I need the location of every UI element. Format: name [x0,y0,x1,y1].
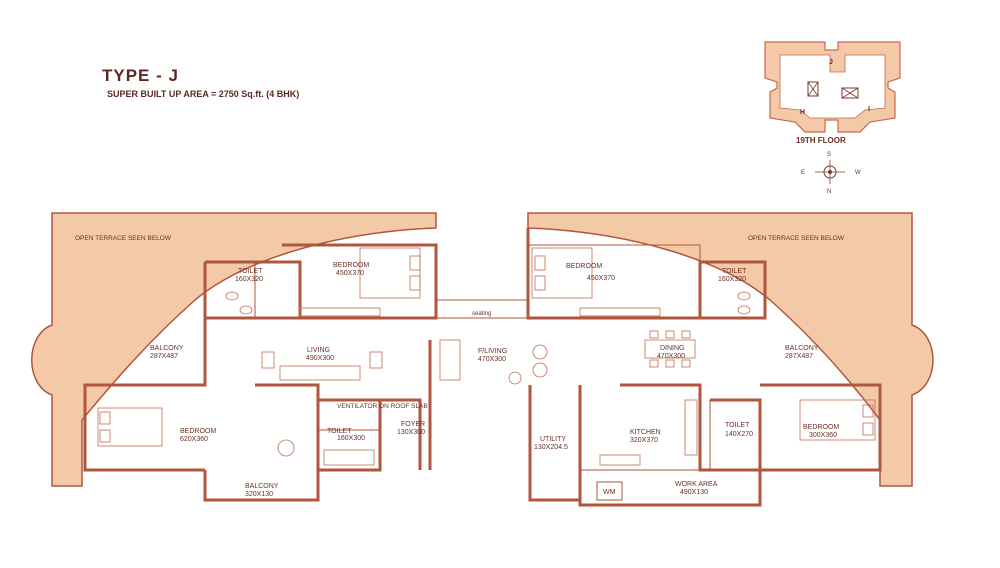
room-foyer-name: FOYER [401,421,425,428]
room-toilet-2-size: 160X320 [718,276,746,283]
room-living-size: 490X300 [306,355,334,362]
room-toilet-4-size: 140X270 [725,431,753,438]
key-plan-wing-i: I [868,106,870,113]
open-terrace-right [527,212,934,487]
plan-subtitle: SUPER BUILT UP AREA = 2750 Sq.ft. (4 BHK… [107,89,300,99]
room-foyer-size: 130X300 [397,429,425,436]
room-bedroom-2-name: BEDROOM [566,263,602,270]
bed-icon [359,247,421,299]
room-toilet-3-size: 160X300 [337,435,365,442]
room-bedroom-2-size: 450X370 [587,275,615,282]
room-balcony-right-name: BALCONY [785,345,819,352]
room-bedroom-3-size: 620X360 [180,436,208,443]
plan-title: TYPE - J [102,66,179,85]
room-wm: WM [603,489,616,496]
room-work-area-name: WORK AREA [675,481,718,488]
key-plan-wing-j: J [829,59,833,66]
bed-icon [799,399,876,441]
washing-machine-icon [596,481,623,501]
bed-icon [531,247,593,299]
room-balcony-right-size: 287X487 [785,353,813,360]
key-plan: J H I 19TH FLOOR S N E W [764,41,901,195]
wc-icon [737,291,751,301]
wardrobe-icon [579,307,661,317]
room-work-area-size: 490X130 [680,489,708,496]
walls [83,228,882,507]
room-balcony-bottom-size: 320X130 [245,491,273,498]
room-toilet-2-name: TOILET [722,268,747,275]
room-balcony-bottom-name: BALCONY [245,483,279,490]
room-bedroom-4-size: 300X360 [809,432,837,439]
key-plan-lift-2 [841,87,859,99]
key-plan-wing-h: H [800,109,805,116]
room-toilet-1-name: TOILET [238,268,263,275]
room-balcony-left-name: BALCONY [150,345,184,352]
room-labels: TOILET 160X320 BEDROOM 450X370 BEDROOM 4… [150,262,839,498]
room-kitchen-size: 320X370 [630,437,658,444]
room-utility-size: 130X204.5 [534,444,568,451]
sofa-icon [279,365,361,381]
room-toilet-3-name: TOILET [327,428,352,435]
open-terrace-left [31,212,437,487]
room-living-name: LIVING [307,347,330,354]
compass-south: S [827,152,831,158]
furniture [97,247,876,501]
key-plan-lift-1 [807,81,819,97]
kitchen-counter [684,399,698,456]
dining-table-icon [644,339,696,359]
sofa-icon [439,339,461,381]
room-toilet-1-size: 160X320 [235,276,263,283]
room-dining-name: DINING [660,345,685,352]
room-toilet-4-name: TOILET [725,422,750,429]
wc-icon [225,291,239,301]
room-f-living-name: F/LIVING [478,348,507,355]
compass-east: E [801,170,805,176]
room-seating: seating [472,311,491,317]
room-bedroom-3-name: BEDROOM [180,428,216,435]
room-kitchen-name: KITCHEN [630,429,661,436]
compass-west: W [855,170,861,176]
room-ventilator: VENTILATOR ON ROOF SLAB [337,403,428,410]
terrace-left-label: OPEN TERRACE SEEN BELOW [75,235,172,242]
wardrobe-icon [299,307,381,317]
bed-icon [97,407,163,447]
room-utility-name: UTILITY [540,436,566,443]
bathtub-icon [323,449,375,466]
compass-north: N [827,189,831,195]
room-balcony-left-size: 287X487 [150,353,178,360]
compass-icon: S N E W [801,152,861,195]
key-plan-core [779,54,886,119]
room-f-living-size: 470X300 [478,356,506,363]
room-bedroom-1-name: BEDROOM [333,262,369,269]
room-bedroom-1-size: 450X370 [336,270,364,277]
room-bedroom-4-name: BEDROOM [803,424,839,431]
key-plan-floor-label: 19TH FLOOR [796,136,846,145]
terrace-right-label: OPEN TERRACE SEEN BELOW [748,235,845,242]
room-dining-size: 470X300 [657,353,685,360]
